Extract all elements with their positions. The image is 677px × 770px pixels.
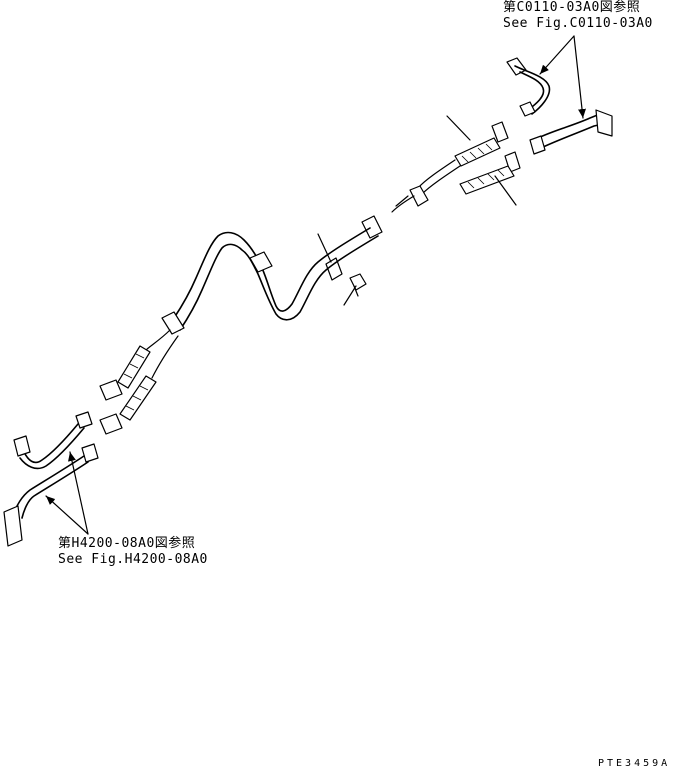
bottom-reference-line2: See Fig.H4200-08A0 bbox=[58, 552, 208, 567]
left-hose-b bbox=[99, 335, 179, 435]
top-reference-arrows bbox=[539, 35, 586, 119]
drawing-code: PTE3459A bbox=[598, 758, 671, 769]
left-hose-a bbox=[99, 329, 171, 401]
bottom-reference-line1: 第H4200-08A0図参照 bbox=[58, 536, 196, 551]
main-pipe bbox=[161, 227, 379, 335]
bottom-elbow-pipe bbox=[13, 411, 93, 470]
top-reference-line2: See Fig.C0110-03A0 bbox=[503, 16, 653, 31]
bottom-reference-label: 第H4200-08A0図参照 See Fig.H4200-08A0 bbox=[58, 536, 208, 568]
top-reference-line1: 第C0110-03A0図参照 bbox=[503, 0, 641, 15]
upper-hose-a bbox=[417, 121, 509, 195]
top-reference-label: 第C0110-03A0図参照 See Fig.C0110-03A0 bbox=[503, 0, 653, 32]
top-elbow-pipe bbox=[506, 57, 551, 117]
upper-hose-b bbox=[459, 151, 521, 195]
leader-lines bbox=[317, 115, 517, 306]
upper-clamp bbox=[391, 185, 429, 213]
top-right-large-pipe bbox=[529, 109, 613, 155]
bottom-left-large-pipe bbox=[3, 443, 99, 547]
center-clamp bbox=[325, 215, 383, 281]
bottom-reference-arrows bbox=[45, 451, 89, 535]
